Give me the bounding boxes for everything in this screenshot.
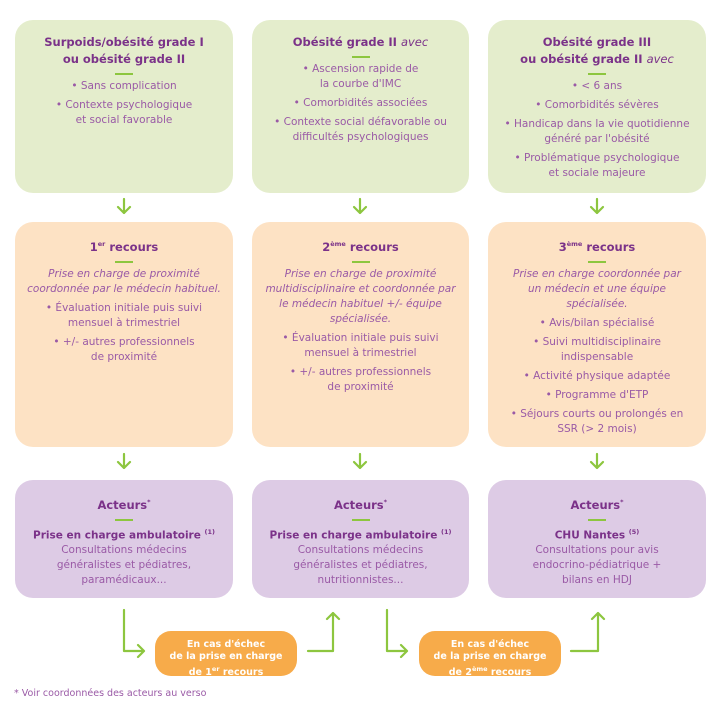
acteurs-desc: Consultations médecins généralistes et p… — [56, 544, 192, 587]
acteurs-org: Prise en charge ambulatoire (1) — [269, 527, 452, 542]
divider — [588, 73, 606, 75]
criteria-item: • Sans complication — [71, 80, 177, 92]
criteria-title: Surpoids/obésité grade I ou obésité grad… — [44, 35, 204, 66]
arrow-down-icon — [352, 197, 368, 215]
acteurs-org: Prise en charge ambulatoire (1) — [33, 527, 215, 542]
acteurs-title: Acteurs* — [97, 497, 151, 512]
recours-item: • Programme d'ETP — [545, 388, 649, 401]
divider — [351, 518, 370, 521]
footnote: * Voir coordonnées des acteurs au verso — [14, 688, 207, 699]
recours-item: • Évaluation initiale puis suivi mensuel… — [282, 331, 439, 359]
recours-item: • Séjours courts ou prolongés en SSR (> … — [510, 407, 684, 435]
elbow-arrow-right-icon — [385, 608, 409, 659]
recours-lead: Prise en charge de proximité coordonnée … — [27, 267, 221, 295]
criteria-item: • Comorbidités sévères — [535, 99, 659, 111]
recours-title: 3ème recours — [558, 239, 636, 254]
divider — [115, 73, 133, 75]
arrow-down-icon — [116, 452, 132, 470]
criteria-item: • Contexte social défavorable ou difficu… — [274, 116, 447, 143]
elbow-arrow-right-icon — [122, 608, 146, 659]
criteria-item: • Contexte psychologique et social favor… — [55, 99, 193, 126]
criteria-item: • Problématique psychologique et sociale… — [514, 152, 680, 179]
criteria-box-grade-2: Obésité grade II avec • Ascension rapide… — [252, 20, 469, 193]
recours-item: • Activité physique adaptée — [523, 369, 671, 382]
acteurs-title: Acteurs* — [570, 497, 624, 512]
acteurs-desc: Consultations médecins généralistes et p… — [293, 544, 428, 587]
recours-item: • +/- autres professionnels de proximité — [53, 335, 195, 363]
divider — [351, 260, 370, 263]
recours-box-1: 1er recours Prise en charge de proximité… — [15, 222, 233, 447]
recours-item: • Avis/bilan spécialisé — [539, 316, 655, 329]
recours-item: • Suivi multidisciplinaire indispensable — [533, 335, 661, 363]
elbow-arrow-up-icon — [306, 611, 341, 653]
criteria-box-grade-1: Surpoids/obésité grade I ou obésité grad… — [15, 20, 233, 193]
divider — [115, 260, 133, 263]
arrow-down-icon — [589, 452, 605, 470]
criteria-item: • < 6 ans — [571, 80, 623, 92]
recours-box-3: 3ème recours Prise en charge coordonnée … — [488, 222, 706, 447]
criteria-item: • Comorbidités associées — [293, 97, 428, 109]
criteria-title: Obésité grade II avec — [292, 35, 429, 49]
recours-title: 1er recours — [89, 239, 159, 254]
divider — [351, 56, 370, 58]
recours-item: • +/- autres professionnels de proximité — [289, 365, 432, 393]
recours-box-2: 2ème recours Prise en charge de proximit… — [252, 222, 469, 447]
recours-item: • Évaluation initiale puis suivi mensuel… — [45, 301, 203, 329]
divider — [115, 518, 133, 521]
criteria-title: Obésité grade III ou obésité grade II av… — [520, 35, 674, 66]
escalation-pill-2: En cas d'échec de la prise en charge de … — [419, 631, 561, 678]
arrow-down-icon — [116, 197, 132, 215]
criteria-item: • Ascension rapide de la courbe d'IMC — [302, 63, 419, 90]
acteurs-org: CHU Nantes (5) — [554, 527, 640, 542]
elbow-arrow-up-icon — [569, 611, 606, 653]
criteria-item: • Handicap dans la vie quotidienne génér… — [504, 118, 690, 145]
acteurs-box-2: Acteurs* Prise en charge ambulatoire (1)… — [252, 480, 469, 598]
arrow-down-icon — [352, 452, 368, 470]
divider — [588, 518, 606, 521]
arrow-down-icon — [589, 197, 605, 215]
acteurs-title: Acteurs* — [333, 497, 388, 512]
escalation-pill-1: En cas d'échec de la prise en charge de … — [155, 631, 297, 678]
divider — [588, 260, 606, 263]
acteurs-box-3: Acteurs* CHU Nantes (5) Consultations po… — [488, 480, 706, 598]
criteria-box-grade-3: Obésité grade III ou obésité grade II av… — [488, 20, 706, 193]
recours-title: 2ème recours — [322, 239, 399, 254]
recours-lead: Prise en charge de proximité multidiscip… — [265, 267, 456, 325]
acteurs-box-1: Acteurs* Prise en charge ambulatoire (1)… — [15, 480, 233, 598]
acteurs-desc: Consultations pour avis endocrino-pédiat… — [532, 544, 662, 587]
recours-lead: Prise en charge coordonnée par un médeci… — [513, 267, 681, 310]
